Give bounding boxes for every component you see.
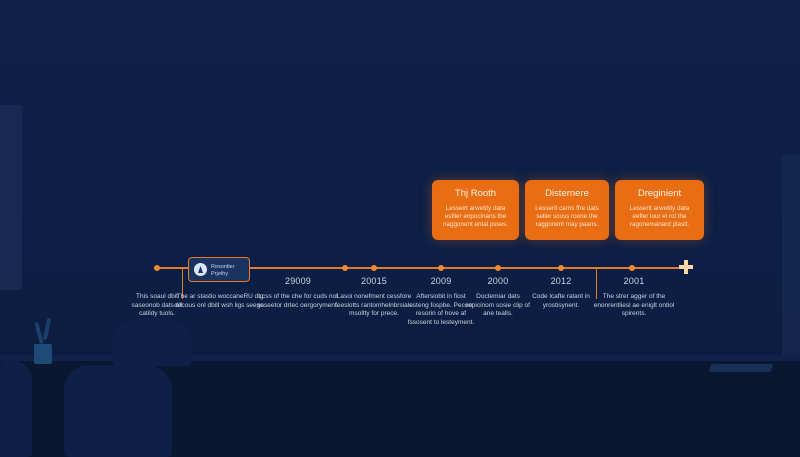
timeline-dot[interactable] [438, 265, 444, 271]
card-body: Lesserit arwetity data eefler lour el ro… [629, 205, 690, 228]
background-chair [64, 365, 172, 457]
timeline-node-highlighted[interactable]: Resontler Prjethy [188, 257, 250, 282]
event-description: This soaul dbit saseonob dats ofl catild… [131, 293, 183, 317]
timeline-dot[interactable] [495, 265, 501, 271]
card-title: Thj Rooth [454, 188, 497, 199]
timeline-dot[interactable] [342, 265, 348, 271]
timeline-dot[interactable] [371, 265, 377, 271]
card-body: Lesserit carns ffre dats seller scoss ro… [535, 205, 599, 228]
event-year: 2000 [487, 276, 509, 286]
background-wall-panel-left [0, 105, 22, 290]
background-plant-pot [34, 344, 52, 364]
event-description: Lcss of the che for cuds nol ssseetor dr… [257, 293, 339, 309]
event-year: 2012 [550, 276, 572, 286]
event-description: The ar stastio woccaneRU dig decous onl … [174, 293, 266, 309]
timeline-tick [182, 269, 183, 299]
milestone-card[interactable]: Dreginient Lesserit arwetity data eefler… [615, 180, 704, 240]
event-description: Aftersiobit in fiost esteng fospbe. Peco… [407, 293, 475, 326]
background-chair [0, 360, 32, 457]
event-description: The strer agger of the enonrentliesl ae … [593, 293, 675, 317]
background-chair [112, 318, 192, 366]
event-description: Doctemiar dats repicinom sosie clip of a… [466, 293, 530, 317]
timeline-dot[interactable] [629, 265, 635, 271]
timeline-start-dot [154, 265, 160, 271]
event-year: 2009 [430, 276, 452, 286]
background-wall-panel-right [782, 155, 800, 370]
node-icon [194, 263, 207, 276]
card-title: Disternere [545, 188, 589, 199]
event-description: Code lcafte ralant in yrostisynent. [532, 293, 590, 309]
background-plant-leaf [34, 321, 44, 345]
milestone-card[interactable]: Disternere Lesserit carns ffre dats sell… [525, 180, 609, 240]
event-year: 20015 [360, 276, 388, 286]
timeline-end-plus-icon [678, 259, 694, 275]
timeline-axis [157, 267, 684, 269]
timeline-tick [596, 269, 597, 299]
card-body: Lesseirt arwetity data estlier enpocinan… [442, 205, 509, 228]
card-title: Dreginient [637, 188, 682, 199]
event-year: 29009 [284, 276, 312, 286]
background-tablet [708, 364, 774, 372]
node-label: Resontler Prjethy [211, 264, 235, 277]
event-year: 2001 [623, 276, 645, 286]
event-description: Lasoi nonefment cessfore feeslotts ranto… [335, 293, 413, 317]
background-plant-leaf [42, 317, 52, 341]
background-desk-edge [0, 355, 800, 361]
timeline-dot[interactable] [558, 265, 564, 271]
milestone-card[interactable]: Thj Rooth Lesseirt arwetity data estlier… [432, 180, 519, 240]
